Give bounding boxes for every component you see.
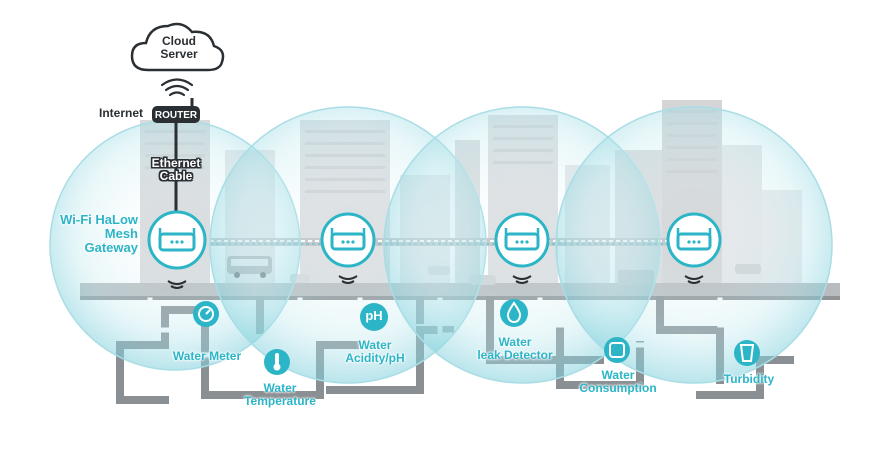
gateway-label-line1: Wi-Fi HaLow <box>60 212 138 227</box>
water-consumption-label: Water Consumption <box>570 369 666 395</box>
router-label: ROUTER <box>154 110 198 121</box>
cloud-label-line1: Cloud <box>162 34 196 48</box>
thermometer-icon <box>264 349 290 375</box>
glass-icon <box>734 340 760 366</box>
face-icon <box>604 337 630 363</box>
ethernet-label: Ethernet Cable <box>146 157 206 183</box>
water-temperature-line1: Water <box>263 381 297 395</box>
ethernet-label-line1: Ethernet <box>151 156 201 170</box>
water-temperature-line2: Temperature <box>244 394 316 408</box>
ethernet-label-line2: Cable <box>159 169 193 183</box>
water-consumption-line2: Consumption <box>579 381 657 395</box>
water-leak-label: Water leak Detector <box>465 336 565 362</box>
wifi-icon <box>160 78 194 97</box>
ph-badge: pH <box>365 308 383 323</box>
gateway-label-line2: Mesh <box>104 226 138 241</box>
water-meter-label: Water Meter <box>172 349 242 363</box>
gateway-label-line3: Gateway <box>84 240 138 255</box>
gauge-icon <box>193 301 219 327</box>
turbidity-label: Turbidity <box>723 372 775 386</box>
cloud-label: Cloud Server <box>149 35 209 61</box>
water-acidity-line1: Water <box>358 338 392 352</box>
cloud-icon <box>130 22 225 72</box>
ph-icon <box>360 303 388 331</box>
water-acidity-label: Water Acidity/pH <box>336 339 414 365</box>
water-temperature-label: Water Temperature <box>240 382 320 408</box>
gateway-icon <box>147 210 722 289</box>
cloud-label-line2: Server <box>160 47 198 61</box>
water-leak-line1: Water <box>498 335 532 349</box>
water-consumption-line1: Water <box>601 368 635 382</box>
water-leak-line2: leak Detector <box>477 348 553 362</box>
drop-icon <box>500 299 528 327</box>
internet-label: Internet <box>99 106 144 120</box>
water-acidity-line2: Acidity/pH <box>345 351 405 365</box>
router-icon <box>152 98 200 123</box>
gateway-label: Wi-Fi HaLow Mesh Gateway <box>44 213 138 255</box>
